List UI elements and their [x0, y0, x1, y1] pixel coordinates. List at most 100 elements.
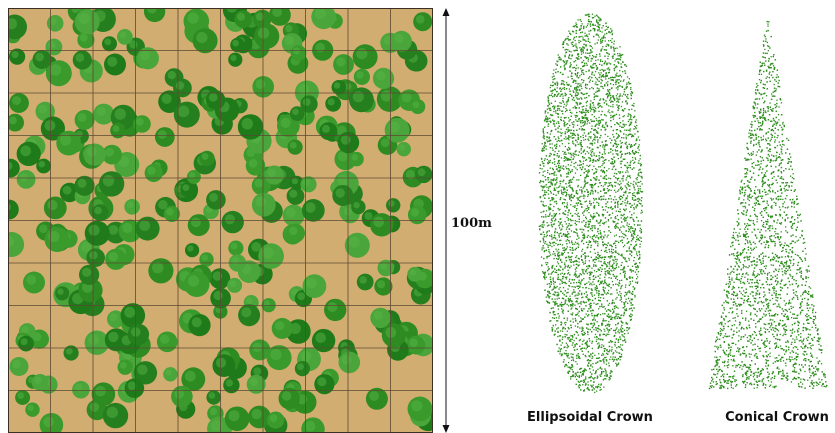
tree-canopy	[117, 29, 133, 45]
tree-canopy	[349, 152, 363, 166]
conical-crown-caption: Conical Crown	[712, 410, 835, 425]
tree-canopy	[382, 323, 406, 347]
tree-canopy	[206, 390, 221, 405]
tree-canopy	[366, 388, 388, 410]
tree-canopy	[9, 93, 29, 113]
tree-canopy	[267, 345, 292, 370]
tree-canopy	[408, 397, 433, 422]
tree-canopy	[288, 140, 303, 155]
tree-canopy	[408, 206, 427, 225]
tree-canopy	[199, 252, 213, 266]
tree-canopy	[254, 24, 279, 49]
tree-canopy	[85, 221, 110, 246]
tree-canopy	[222, 211, 244, 233]
tree-canopy	[145, 164, 163, 182]
tree-canopy	[410, 99, 425, 114]
tree-canopy	[385, 118, 410, 143]
tree-canopy	[33, 50, 52, 69]
tree-canopy	[213, 354, 236, 377]
tree-canopy	[125, 378, 145, 398]
tree-canopy	[74, 176, 94, 196]
tree-canopy	[75, 9, 100, 34]
tree-canopy	[413, 12, 432, 31]
tree-canopy	[225, 407, 250, 432]
tree-canopy	[374, 277, 392, 295]
tree-canopy	[283, 205, 305, 227]
tree-canopy	[312, 329, 335, 352]
tree-canopy	[92, 204, 109, 221]
tree-canopy	[407, 267, 422, 282]
tree-canopy	[332, 185, 353, 206]
tree-canopy	[339, 352, 361, 374]
tree-canopy	[319, 122, 337, 140]
tree-canopy	[246, 156, 266, 176]
forest-plot-map	[8, 8, 433, 433]
tree-canopy	[373, 68, 394, 89]
tree-canopy	[18, 336, 34, 352]
tree-canopy	[84, 144, 106, 166]
tree-canopy	[56, 131, 81, 156]
tree-canopy	[10, 357, 29, 376]
tree-canopy	[300, 176, 316, 192]
tree-canopy	[32, 374, 49, 391]
tree-canopy	[45, 227, 70, 252]
tree-canopy	[180, 182, 195, 197]
tree-canopy	[193, 28, 218, 53]
tree-canopy	[303, 274, 327, 298]
conical-crown-point-cloud	[700, 8, 835, 398]
tree-canopy	[354, 69, 370, 85]
tree-canopy	[227, 278, 242, 293]
tree-canopy	[295, 361, 310, 376]
tree-canopy	[228, 53, 242, 67]
tree-canopy	[25, 403, 39, 417]
tree-canopy	[99, 171, 124, 196]
tree-canopy	[397, 142, 411, 156]
tree-canopy	[17, 170, 36, 189]
tree-canopy	[353, 44, 378, 69]
tree-canopy	[118, 360, 133, 375]
tree-canopy	[349, 87, 374, 112]
tree-canopy	[345, 233, 370, 258]
tree-canopy	[351, 200, 365, 214]
tree-canopy	[234, 10, 252, 28]
tree-canopy	[155, 127, 175, 147]
tree-canopy	[252, 193, 276, 217]
tree-canopy	[55, 286, 69, 300]
tree-canopy	[378, 260, 395, 277]
tree-canopy	[121, 303, 146, 328]
tree-canopy	[9, 49, 25, 65]
tree-canopy	[248, 406, 271, 429]
tree-canopy	[93, 104, 114, 125]
tree-canopy	[370, 213, 393, 236]
tree-canopy	[36, 159, 51, 174]
tree-canopy	[206, 190, 226, 210]
tree-canopy	[187, 170, 201, 184]
tree-canopy	[386, 198, 400, 212]
tree-canopy	[267, 412, 284, 429]
tree-canopy	[286, 224, 305, 243]
tree-canopy	[314, 374, 334, 394]
tree-canopy	[75, 110, 95, 130]
tree-canopy	[86, 248, 105, 267]
tree-canopy	[171, 386, 193, 408]
tree-canopy	[370, 308, 390, 328]
tree-canopy	[199, 151, 214, 166]
tree-canopy	[333, 54, 354, 75]
tree-canopy	[185, 243, 199, 257]
tree-canopy	[324, 299, 346, 321]
tree-canopy	[291, 45, 307, 61]
tree-canopy	[325, 96, 341, 112]
tree-canopy	[265, 166, 284, 185]
tree-canopy	[157, 332, 178, 353]
tree-canopy	[258, 243, 284, 269]
tree-canopy	[290, 106, 305, 121]
tree-canopy	[102, 36, 117, 51]
ellipsoidal-crown-point-cloud	[520, 8, 660, 398]
tree-canopy	[164, 206, 180, 222]
tree-canopy	[15, 390, 30, 405]
arrow-head-up	[443, 8, 450, 16]
tree-canopy	[128, 324, 149, 345]
tree-canopy	[124, 199, 140, 215]
tree-canopy	[415, 166, 432, 183]
tree-canopy	[148, 258, 173, 283]
